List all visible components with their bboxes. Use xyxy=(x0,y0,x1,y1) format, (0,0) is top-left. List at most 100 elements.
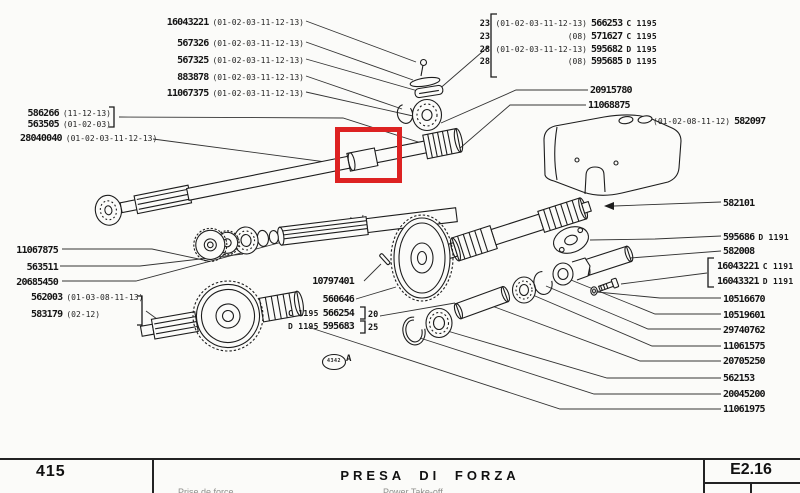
part-label-suffix: C 1195 xyxy=(288,309,319,318)
part-label: (08) xyxy=(568,32,587,41)
part-label-suffix: D 1191 xyxy=(758,233,790,242)
part-label: 883878(01-02-03-11-12-13) xyxy=(177,72,304,83)
part-label-num: 567326 xyxy=(177,38,209,49)
part-label-code: (02-12) xyxy=(66,310,101,319)
bearing-retainer-plate xyxy=(553,226,589,254)
part-label: 20045200 xyxy=(723,389,766,400)
subtitle-english: Power Take-off xyxy=(383,487,443,493)
part-label-num: 11068875 xyxy=(588,100,631,111)
part-label-num: 566253 xyxy=(591,18,623,29)
part-label: 29740762 xyxy=(723,325,766,336)
part-label-suffix: D 1191 xyxy=(762,277,794,286)
part-label-code: (01-02-03-11-12-13) xyxy=(212,39,304,48)
leader-lines xyxy=(60,20,722,410)
part-label-suffix: C 1195 xyxy=(626,32,658,41)
bolt xyxy=(597,277,620,292)
part-label-num: 10797401 xyxy=(312,276,355,287)
stamp-number: 4342 xyxy=(326,358,342,364)
part-label: 20705250 xyxy=(723,356,766,367)
part-label-code: (11-12-13) xyxy=(62,109,111,118)
part-label-num: 586266 xyxy=(27,108,60,119)
part-label-num: 595683 xyxy=(322,321,355,332)
part-label-suffix: D 1195 xyxy=(288,322,319,331)
part-label-num: 562153 xyxy=(723,373,755,384)
part-label: 11061975 xyxy=(723,404,766,415)
part-label: 11067875 xyxy=(16,245,59,256)
part-label-qty: 28 xyxy=(479,57,490,67)
part-label: (01-02-08-11-12)582097 xyxy=(653,116,766,127)
part-label-num: 16043221 xyxy=(166,17,210,28)
dowel-pin xyxy=(379,253,391,266)
part-label-num: 595682 xyxy=(591,44,623,55)
part-label-code: (08) xyxy=(567,32,587,41)
part-label-num: 11067375 xyxy=(166,88,210,99)
part-label-code: (01-02-03-11-12-13) xyxy=(495,19,587,28)
fastener-stack xyxy=(396,58,444,132)
part-label: 11068875 xyxy=(588,100,631,111)
part-label-num: 563511 xyxy=(26,262,59,273)
part-label-code: (01-02-03-11-12-13) xyxy=(212,73,304,82)
part-label: 563505(01-02-03) xyxy=(28,119,112,130)
part-label-num: 11067875 xyxy=(16,245,59,256)
part-label: 20 xyxy=(368,310,378,320)
part-label-num: 11061975 xyxy=(723,404,766,415)
part-label-code: (08) xyxy=(567,57,587,66)
footer-left-divider xyxy=(152,458,154,493)
part-label-num: 582097 xyxy=(734,116,766,127)
part-label: 28 xyxy=(480,57,490,67)
part-label-qty: 23 xyxy=(479,19,490,29)
part-label: 562153 xyxy=(723,373,755,384)
pto-drive-gear-shaft xyxy=(139,280,304,352)
part-label: 23 xyxy=(480,32,490,42)
part-label-code: (01-02-03) xyxy=(62,120,111,129)
part-label-num: 28040040 xyxy=(20,133,63,144)
part-label: (08) xyxy=(568,57,587,66)
part-label: 567326(01-02-03-11-12-13) xyxy=(177,38,304,49)
stamp-letter: A xyxy=(346,354,352,364)
part-label-num: 566254 xyxy=(322,308,355,319)
part-label: 11061575 xyxy=(723,341,766,352)
code-box-bottom-rule xyxy=(703,482,800,484)
part-label-code: (01-02-03-11-12-13) xyxy=(212,18,304,27)
part-label-num: 567325 xyxy=(177,55,209,66)
footer-top-rule xyxy=(0,458,800,460)
driven-gear xyxy=(379,214,454,302)
part-label-code: (01-02-03-11-12-13) xyxy=(212,89,304,98)
part-label-suffix: D 1195 xyxy=(626,57,658,66)
part-label: 583179(02-12) xyxy=(31,309,100,320)
countershaft-gear-cluster xyxy=(193,207,458,262)
part-label-qty: 23 xyxy=(479,32,490,42)
part-label: 567325(01-02-03-11-12-13) xyxy=(177,55,304,66)
part-label-num: 20915780 xyxy=(590,85,633,96)
stamp-oval xyxy=(321,353,347,371)
part-label-code: (01-02-03-11-12-13) xyxy=(65,134,158,143)
part-label: 11067375(01-02-03-11-12-13) xyxy=(167,88,304,99)
part-label: 10516670 xyxy=(723,294,766,305)
part-label-suffix: D 1195 xyxy=(626,45,658,54)
part-label-code: (01-02-03-11-12-13) xyxy=(495,45,587,54)
part-label: 560646 xyxy=(323,294,355,305)
part-label: 586266(11-12-13) xyxy=(28,108,112,119)
part-label: 562003(01-03-08-11-13) xyxy=(31,292,143,303)
part-label-num: 583179 xyxy=(31,309,63,320)
part-label-num: 10519601 xyxy=(723,310,766,321)
footer-right-divider xyxy=(703,458,705,493)
part-label: 563511 xyxy=(26,262,59,273)
part-label: 10797401 xyxy=(312,276,355,287)
code-box-cell-divider xyxy=(750,482,752,493)
part-label: 25 xyxy=(368,323,378,333)
part-label: 28040040(01-02-03-11-12-13) xyxy=(20,133,157,144)
part-label-num: 595685 xyxy=(591,56,623,67)
part-label: 20685450 xyxy=(16,277,59,288)
part-label: 20915780 xyxy=(590,85,633,96)
part-label-num: 582008 xyxy=(723,246,755,257)
part-label-num: 582101 xyxy=(723,198,755,209)
